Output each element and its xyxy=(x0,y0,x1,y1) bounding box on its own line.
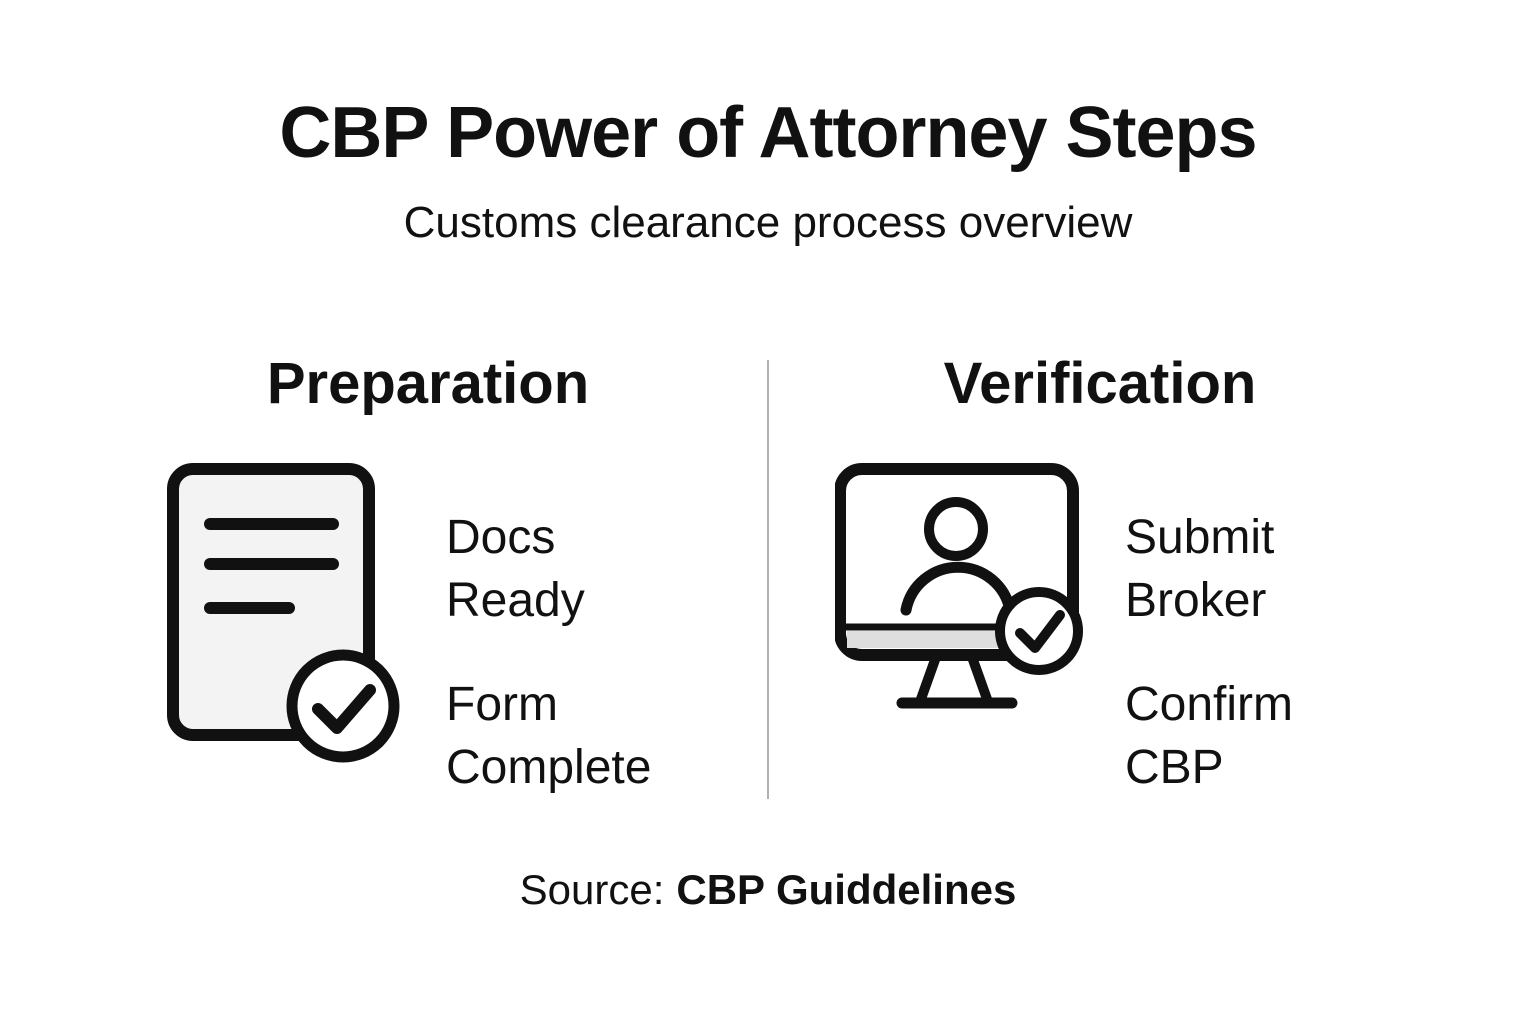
list-item: Form Complete xyxy=(446,677,652,794)
verification-items: Submit Broker Confirm CBP xyxy=(1125,462,1365,799)
header: CBP Power of Attorney Steps Customs clea… xyxy=(0,93,1536,248)
list-item: Confirm CBP xyxy=(1125,677,1294,794)
page-subtitle: Customs clearance process overview xyxy=(403,197,1133,247)
list-item: Docs Ready xyxy=(446,510,585,628)
preparation-items: Docs Ready Form Complete xyxy=(446,462,686,799)
source-value: CBP Guiddelines xyxy=(676,866,1017,913)
document-checklist-check-icon xyxy=(166,462,406,799)
preparation-heading: Preparation xyxy=(266,351,590,416)
source-line: Source:CBP Guiddelines xyxy=(0,866,1536,914)
monitor-user-check-icon xyxy=(835,462,1095,799)
list-item: Submit Broker xyxy=(1125,510,1275,628)
column-divider xyxy=(767,360,769,800)
column-verification: Verification xyxy=(769,352,1396,799)
column-preparation: Preparation Docs Ready xyxy=(140,352,767,799)
page-title: CBP Power of Attorney Steps xyxy=(279,93,1257,173)
source-label: Source: xyxy=(519,866,665,913)
steps-section: Preparation Docs Ready xyxy=(140,352,1396,800)
verification-heading: Verification xyxy=(943,351,1257,416)
